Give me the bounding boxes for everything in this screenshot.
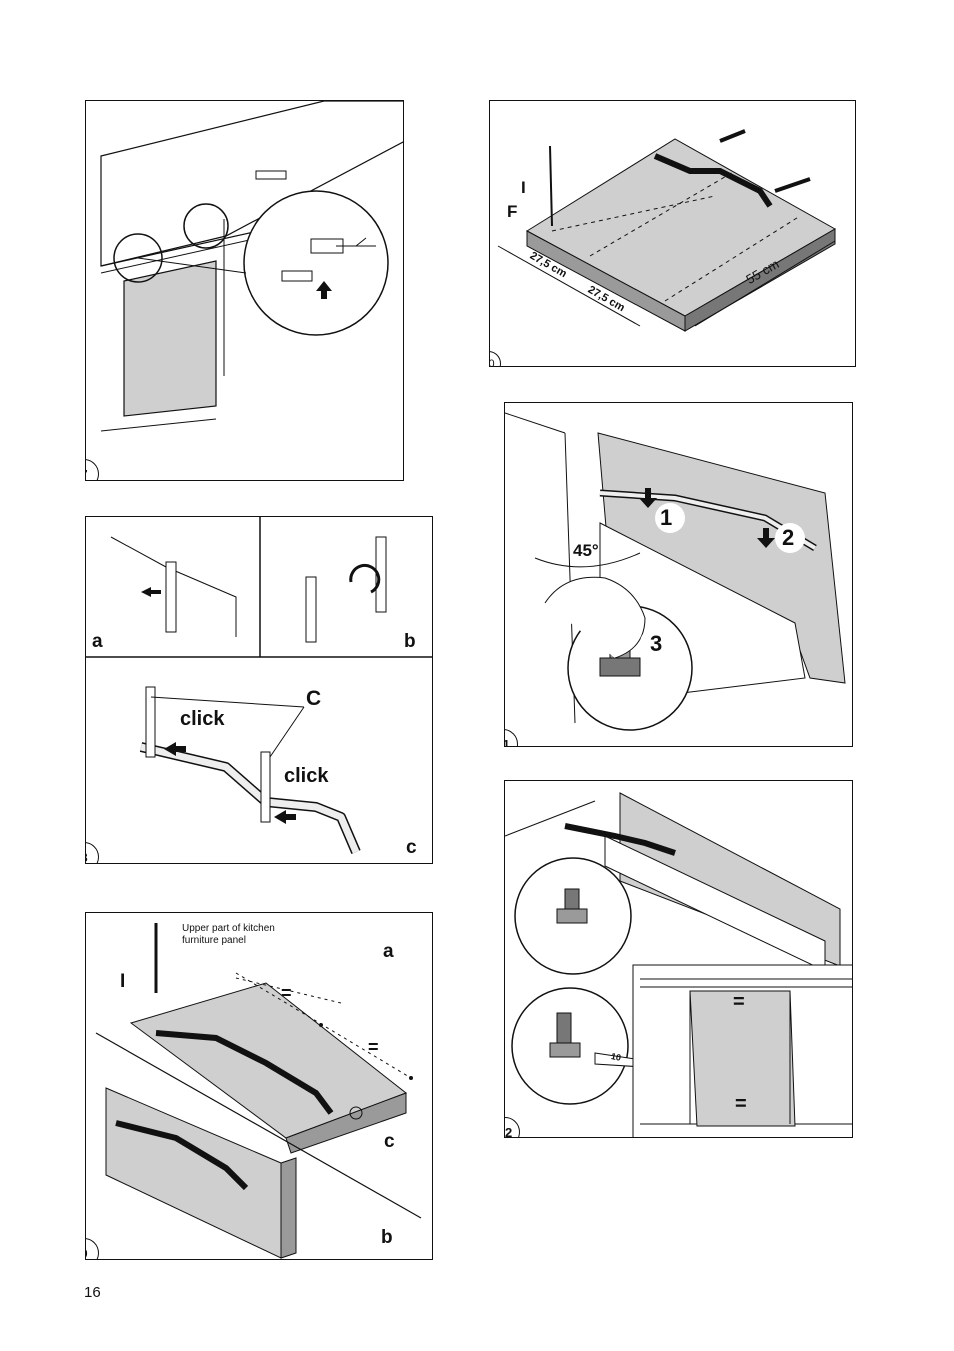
figure-12-equal-2: = — [735, 1093, 747, 1115]
figure-9-label-b: b — [381, 1227, 393, 1248]
figure-10-label-F: F — [507, 202, 518, 221]
figure-9-equal-1: = — [281, 983, 292, 1003]
figure-8-illustration — [86, 517, 432, 854]
figure-10-label-I: I — [521, 178, 526, 197]
figure-12: 1 2 = = 10 12 — [504, 780, 853, 1138]
figure-8-click-1: click — [180, 708, 225, 730]
figure-10-illustration — [497, 129, 837, 332]
page-number: 16 — [84, 1284, 101, 1301]
figure-11-step-2: 2 — [782, 525, 795, 550]
figure-8-label-a: a — [92, 631, 103, 652]
figure-11-step-3: 3 — [650, 631, 663, 656]
figure-11-angle: 45° — [573, 541, 599, 560]
figure-11-illustration — [505, 412, 846, 731]
figure-12-equal-1: = — [733, 991, 745, 1013]
figure-9-label-c: c — [384, 1131, 395, 1152]
figure-8-label-c: c — [406, 837, 417, 858]
figure-12-illustration — [505, 792, 852, 1137]
figure-9-caption: Upper part of kitchen furniture panel — [182, 923, 275, 946]
figure-8: a b c C click click 8 — [85, 516, 433, 864]
figure-7-illustration — [100, 101, 403, 432]
bracket-rail — [139, 742, 361, 854]
figure-9: Upper part of kitchen furniture panel I … — [85, 912, 433, 1260]
figure-11: 1 2 3 45° 11 — [504, 402, 853, 747]
figure-9-label-I: I — [120, 971, 126, 992]
figure-9-equal-2: = — [368, 1037, 379, 1057]
figure-8-click-2: click — [284, 765, 329, 787]
figure-8-label-b: b — [404, 631, 416, 652]
figure-8-label-C: C — [306, 687, 322, 710]
figure-9-illustration — [95, 923, 422, 1259]
figure-7: 7 — [85, 100, 404, 481]
figure-9-label-a: a — [383, 941, 394, 962]
figure-11-step-1: 1 — [660, 505, 673, 530]
figure-10: I F 27,5 cm 27,5 cm 55 cm 10 — [489, 100, 856, 367]
